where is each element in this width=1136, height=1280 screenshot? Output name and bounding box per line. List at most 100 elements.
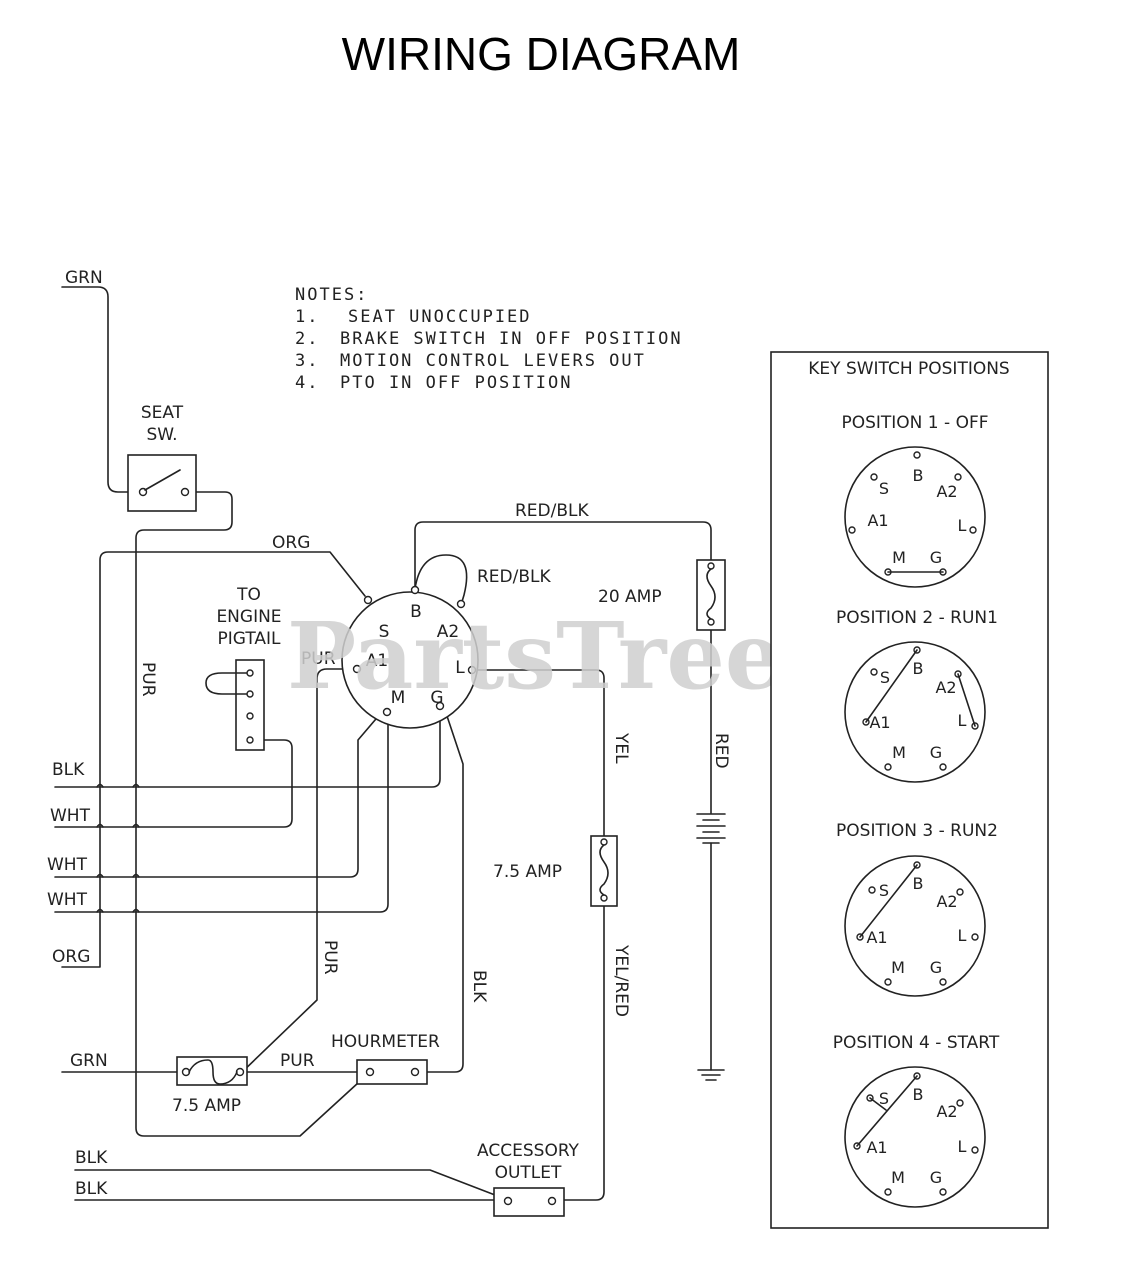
wire-label-pur: PUR bbox=[280, 1051, 315, 1071]
wires bbox=[54, 286, 712, 1201]
terminal-label-s: S bbox=[879, 479, 889, 498]
note-number: 2. bbox=[295, 329, 319, 349]
accessory-outlet-label: ACCESSORY bbox=[477, 1141, 579, 1161]
wire-label-red-blk-loop: RED/BLK bbox=[477, 567, 552, 587]
terminal-label-b: B bbox=[913, 874, 924, 893]
terminal-label-m: M bbox=[892, 743, 906, 762]
terminal-label-l: L bbox=[958, 926, 967, 945]
terminal-label-s: S bbox=[880, 668, 890, 687]
position-label: POSITION 4 - START bbox=[833, 1033, 1000, 1053]
position-diagram bbox=[844, 855, 986, 997]
wire-label-org: ORG bbox=[52, 947, 90, 967]
wire-label-red-blk: RED/BLK bbox=[515, 501, 590, 521]
grn-wire-top bbox=[61, 286, 143, 493]
accessory-outlet bbox=[493, 1187, 565, 1217]
hourmeter-label: HOURMETER bbox=[331, 1032, 440, 1052]
terminal-label-a2: A2 bbox=[936, 482, 957, 501]
yel-wire bbox=[471, 669, 605, 841]
wire-label-blk: BLK bbox=[75, 1179, 108, 1199]
wire-label-blk: BLK bbox=[75, 1148, 108, 1168]
key-switch-positions-panel: KEY SWITCH POSITIONS POSITION 1 - OFF PO… bbox=[770, 351, 1049, 1229]
seat-switch-output-wire bbox=[135, 491, 371, 1137]
terminal-label-a2: A2 bbox=[936, 1102, 957, 1121]
position-label: POSITION 1 - OFF bbox=[841, 413, 988, 433]
wire-label-grn: GRN bbox=[65, 268, 103, 288]
yel-red-wire bbox=[556, 901, 605, 1201]
wire-label-org: ORG bbox=[272, 533, 310, 553]
wire-label-yel-vertical: YEL bbox=[611, 732, 631, 764]
key-switch bbox=[341, 585, 479, 729]
terminal-label-a1: A1 bbox=[366, 651, 388, 671]
wire-label-wht: WHT bbox=[50, 806, 91, 826]
terminal-label-a1: A1 bbox=[869, 713, 890, 732]
wire-label-red-vertical: RED bbox=[711, 733, 731, 769]
blk-harness-wire bbox=[54, 705, 441, 788]
fuse-20-amp bbox=[696, 559, 726, 631]
wht-wire-1 bbox=[54, 739, 293, 828]
blk-wire-bottom-1 bbox=[74, 1169, 509, 1201]
fuse-label-20-amp: 20 AMP bbox=[598, 587, 662, 607]
wire-label-grn: GRN bbox=[70, 1051, 108, 1071]
terminal-label-a2: A2 bbox=[935, 678, 956, 697]
fuse-7-5-amp-bottom bbox=[176, 1056, 248, 1086]
note-number: 1. bbox=[295, 307, 319, 327]
terminal-label-a1: A1 bbox=[867, 511, 888, 530]
notes-block: NOTES: 1. SEAT UNOCCUPIED 2. BRAKE SWITC… bbox=[295, 285, 683, 393]
wht-wire-3 bbox=[54, 714, 389, 913]
terminal-label-m: M bbox=[891, 958, 905, 977]
position-1-terminal-labels: B S A2 A1 L M G bbox=[867, 466, 966, 567]
terminal-label-g: G bbox=[930, 548, 942, 567]
wht-wire-2 bbox=[54, 705, 388, 878]
page-title: WIRING DIAGRAM bbox=[342, 28, 741, 80]
watermark: PartsTree bbox=[287, 602, 783, 710]
wire-crossings bbox=[96, 783, 140, 913]
wire-label-yel-red-vertical: YEL/RED bbox=[611, 944, 631, 1017]
position-label: POSITION 3 - RUN2 bbox=[836, 821, 998, 841]
note-text: MOTION CONTROL LEVERS OUT bbox=[340, 351, 646, 371]
terminal-label-b: B bbox=[913, 1085, 924, 1104]
terminal-label-s: S bbox=[879, 1089, 889, 1108]
wire-label-blk-vertical: BLK bbox=[469, 970, 489, 1003]
position-diagram bbox=[844, 1066, 986, 1208]
note-text: BRAKE SWITCH IN OFF POSITION bbox=[340, 329, 683, 349]
to-engine-label: TO bbox=[236, 585, 261, 605]
terminal-label-b: B bbox=[913, 659, 924, 678]
seat-switch-label: SW. bbox=[146, 425, 177, 445]
terminal-label-g: G bbox=[930, 743, 942, 762]
to-engine-label: PIGTAIL bbox=[217, 629, 281, 649]
pur-wire-a1 bbox=[239, 668, 358, 1075]
wire-label-wht: WHT bbox=[47, 890, 88, 910]
terminal-label-b: B bbox=[410, 602, 422, 622]
fuse-7-5-amp-middle bbox=[590, 835, 618, 907]
terminal-label-b: B bbox=[913, 466, 924, 485]
terminal-label-a1: A1 bbox=[866, 1138, 887, 1157]
engine-pigtail-connector bbox=[205, 659, 265, 751]
terminal-label-l: L bbox=[958, 516, 967, 535]
battery-symbol bbox=[696, 813, 726, 844]
terminal-label-g: G bbox=[930, 958, 942, 977]
seat-switch bbox=[127, 454, 197, 512]
position-diagram bbox=[844, 446, 986, 588]
ground-symbol bbox=[697, 1069, 725, 1081]
wire-label-pur-vertical: PUR bbox=[320, 940, 340, 975]
terminal-label-g: G bbox=[930, 1168, 942, 1187]
terminal-label-l: L bbox=[455, 658, 465, 678]
note-text: PTO IN OFF POSITION bbox=[340, 373, 572, 393]
terminal-label-l: L bbox=[958, 1137, 967, 1156]
red-blk-loop-wire bbox=[414, 554, 468, 606]
seat-switch-label: SEAT bbox=[141, 403, 184, 423]
position-4-terminal-labels: B S A2 A1 L M G bbox=[866, 1085, 966, 1187]
terminal-label-s: S bbox=[379, 622, 390, 642]
terminal-label-s: S bbox=[879, 881, 889, 900]
note-text: SEAT UNOCCUPIED bbox=[348, 307, 532, 327]
terminal-label-a1: A1 bbox=[866, 928, 887, 947]
red-blk-top-wire bbox=[414, 521, 712, 590]
fuse-label-7-5-amp: 7.5 AMP bbox=[172, 1096, 241, 1116]
wire-label-pur: PUR bbox=[301, 649, 336, 669]
terminal-label-g: G bbox=[430, 688, 443, 708]
wire-label-pur-vertical: PUR bbox=[138, 662, 158, 697]
panel-title: KEY SWITCH POSITIONS bbox=[808, 359, 1009, 379]
notes-heading: NOTES: bbox=[295, 285, 368, 305]
position-2-terminal-labels: B S A2 A1 L M G bbox=[869, 659, 966, 762]
